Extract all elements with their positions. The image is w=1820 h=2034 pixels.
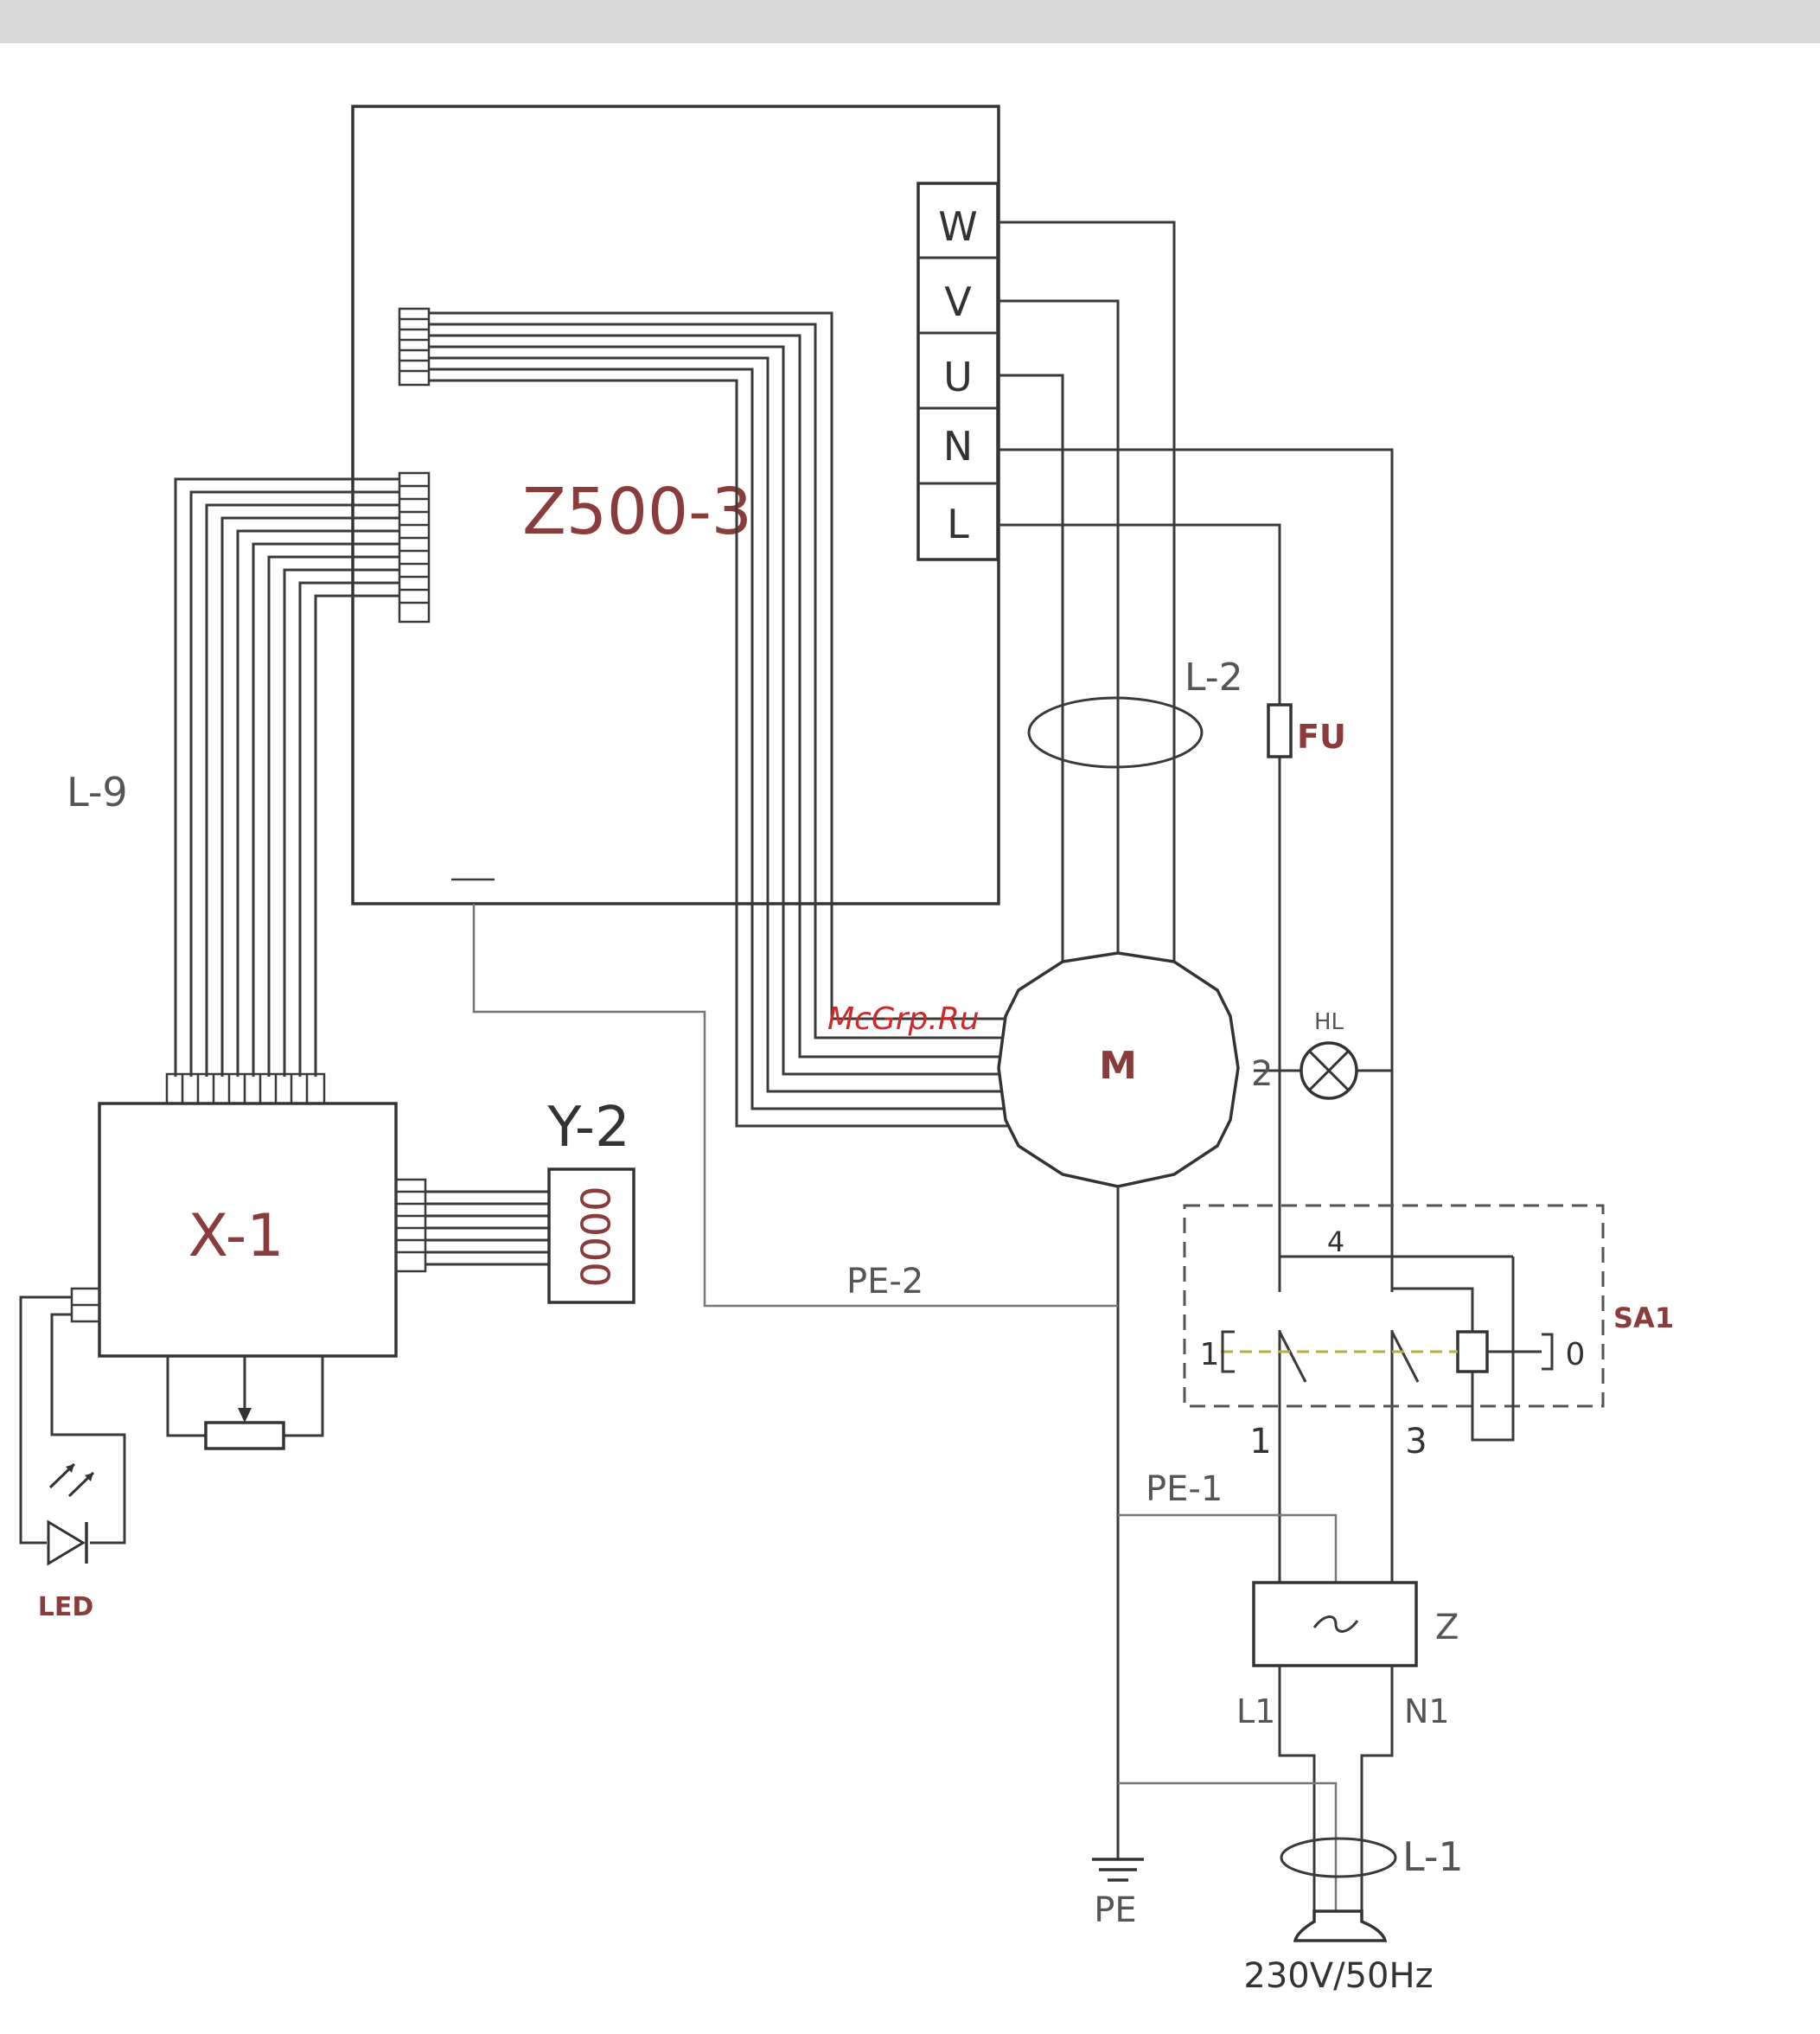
ring-l2-label: L-2 bbox=[1185, 656, 1243, 700]
wire-w bbox=[998, 222, 1174, 962]
controller-label: Z500-3 bbox=[522, 475, 752, 549]
potentiometer bbox=[168, 1356, 322, 1449]
terminal-n: N bbox=[943, 423, 973, 470]
lamp-pin-label: 2 bbox=[1251, 1054, 1273, 1094]
switch-contacts bbox=[1274, 1292, 1418, 1382]
terminal-w: W bbox=[938, 203, 977, 250]
x1-connector-right bbox=[396, 1180, 549, 1271]
terminal-u: U bbox=[943, 354, 973, 400]
watermark: McGrp.Ru bbox=[827, 1001, 980, 1037]
unit-x1-label: X-1 bbox=[188, 1202, 284, 1270]
terminal-v: V bbox=[944, 278, 972, 325]
ring-l1 bbox=[1281, 1839, 1395, 1877]
filter-label: Z bbox=[1435, 1608, 1459, 1647]
ground-label: PE bbox=[1094, 1890, 1136, 1930]
led-label: LED bbox=[38, 1592, 94, 1622]
wire-u bbox=[998, 375, 1063, 962]
switch-coil-feed bbox=[1392, 1257, 1513, 1440]
unit-y2-digits: 0000 bbox=[572, 1186, 618, 1287]
unit-y2-label: Y-2 bbox=[546, 1096, 629, 1160]
wire-v bbox=[998, 301, 1118, 953]
fuse bbox=[1268, 705, 1291, 757]
harness-l9-label: L-9 bbox=[67, 769, 128, 816]
wire-pe1 bbox=[1118, 1515, 1336, 1583]
ring-l2 bbox=[1029, 698, 1202, 767]
terminal-l: L bbox=[947, 501, 969, 547]
plug-icon bbox=[1295, 1911, 1385, 1941]
led-icon bbox=[48, 1464, 93, 1564]
pe1-label: PE-1 bbox=[1146, 1469, 1223, 1509]
ring-l1-label: L-1 bbox=[1402, 1833, 1464, 1880]
x1-connector-top bbox=[167, 1074, 324, 1103]
lamp-label: HL bbox=[1314, 1009, 1344, 1035]
supply-label: 230V/50Hz bbox=[1243, 1956, 1433, 1996]
switch-0-label: 0 bbox=[1566, 1337, 1586, 1372]
ground-icon bbox=[1092, 1859, 1144, 1880]
wire-supply-pe bbox=[1118, 1783, 1336, 1911]
n1-label: N1 bbox=[1404, 1692, 1450, 1730]
lamp-icon bbox=[1301, 1043, 1357, 1098]
fuse-label: FU bbox=[1297, 718, 1346, 756]
motor-label: M bbox=[1099, 1044, 1137, 1088]
switch-coil bbox=[1458, 1332, 1552, 1372]
switch-pin3-label: 3 bbox=[1405, 1422, 1427, 1462]
l1-label: L1 bbox=[1236, 1692, 1275, 1730]
switch-1-label: 1 bbox=[1200, 1337, 1220, 1372]
pe2-label: PE-2 bbox=[846, 1262, 923, 1302]
switch-4-label: 4 bbox=[1327, 1225, 1344, 1258]
switch-pin1-label: 1 bbox=[1249, 1422, 1271, 1462]
switch-label: SA1 bbox=[1613, 1302, 1674, 1334]
